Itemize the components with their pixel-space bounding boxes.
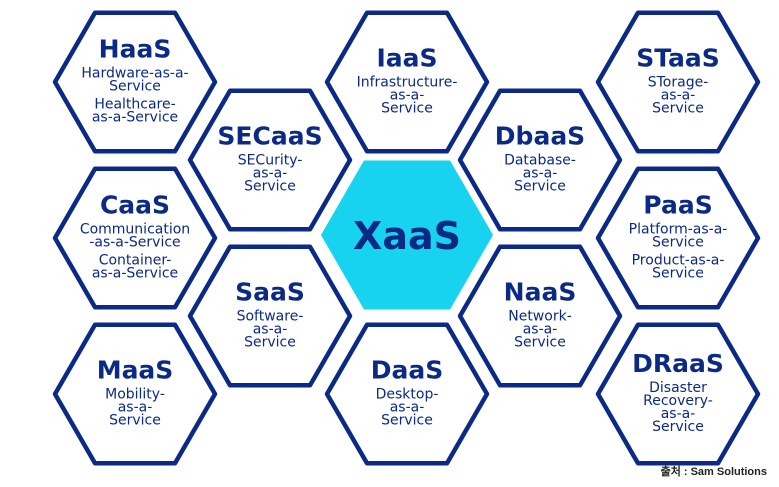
hexagon-naas-line: Network- [508, 309, 572, 325]
hexagon-saas-shape [187, 244, 353, 388]
hexagon-dbaas-line: Database- [504, 153, 576, 169]
hexagon-draas-line: Recovery- [643, 393, 713, 409]
hexagon-caas-line: Container- [99, 253, 172, 269]
hexagon-xaas: XaaS [321, 160, 493, 310]
hexagon-iaas-title: IaaS [376, 44, 437, 73]
hexagon-staas-line: as-a- [661, 88, 696, 104]
hexagon-daas-shape [324, 322, 490, 466]
hexagon-iaas-line: as-a- [390, 88, 425, 104]
hexagon-maas-line: Service [109, 413, 161, 429]
hexagon-draas-line: Service [652, 419, 704, 435]
hexagon-maas-title: MaaS [97, 356, 174, 385]
hexagon-daas-title: DaaS [371, 356, 444, 385]
hexagon-secaas-line: Service [244, 179, 296, 195]
hexagon-haas-line: Healthcare- [94, 97, 175, 113]
hexagon-paas-line: Service [652, 235, 704, 251]
hexagon-maas-line: Mobility- [105, 387, 165, 403]
hexagon-haas-shape [52, 10, 218, 154]
hexagon-daas-line: Service [381, 413, 433, 429]
hexagon-dbaas-line: as-a- [523, 166, 558, 182]
hexagon-dbaas-title: DbaaS [495, 122, 585, 151]
source-credit: 출처 : Sam Solutions [660, 466, 767, 478]
hexagon-caas: CaaS Communication-as-a-ServiceContainer-… [52, 166, 218, 310]
hexagon-saas: SaaS Software-as-a-Service [187, 244, 353, 388]
hexagon-iaas: IaaS Infrastructure-as-a-Service [324, 10, 490, 154]
hexagon-draas-line: Disaster [649, 380, 707, 396]
hexagon-saas-line: as-a- [253, 322, 288, 338]
hexagon-paas-title: PaaS [643, 191, 712, 220]
hexagon-draas-title: DRaaS [632, 349, 724, 378]
hexagon-haas-line: as-a-Service [92, 110, 178, 126]
hexagon-secaas-line: SECurity- [238, 153, 303, 169]
hexagon-staas-shape [595, 10, 761, 154]
hexagon-xaas-title: XaaS [353, 214, 461, 258]
hexagon-dbaas-line: Service [514, 179, 566, 195]
hexagon-maas-line: as-a- [118, 400, 153, 416]
hexagon-staas-title: STaaS [636, 44, 720, 73]
hexagon-staas-line: STorage- [648, 75, 709, 91]
hexagon-draas-line: as-a- [661, 406, 696, 422]
hexagon-caas-line: as-a-Service [92, 266, 178, 282]
hexagon-caas-shape [52, 166, 218, 310]
hexagon-haas: HaaS Hardware-as-a-ServiceHealthcare-as-a… [52, 10, 218, 154]
hexagon-haas-line: Hardware-as-a- [81, 66, 188, 82]
hexagon-maas: MaaS Mobility-as-a-Service [52, 322, 218, 466]
hexagon-maas-shape [52, 322, 218, 466]
hexagon-paas-line: Service [652, 266, 704, 282]
hexagon-paas-line: Platform-as-a- [629, 222, 728, 238]
hexagon-secaas-shape [187, 88, 353, 232]
hexagon-naas-line: Service [514, 335, 566, 351]
hexagon-haas-title: HaaS [99, 35, 172, 64]
hexagon-caas-line: Communication [80, 222, 190, 238]
hexagon-naas-title: NaaS [504, 278, 577, 307]
hexagon-secaas: SECaaS SECurity-as-a-Service [187, 88, 353, 232]
hexagon-saas-title: SaaS [235, 278, 305, 307]
hexagon-dbaas-shape [457, 88, 623, 232]
hexagon-naas-line: as-a- [523, 322, 558, 338]
hexagon-secaas-title: SECaaS [217, 122, 322, 151]
hexagon-haas-line: Service [109, 79, 161, 95]
hexagon-draas-shape [595, 322, 761, 466]
hexagon-staas-line: Service [652, 101, 704, 117]
hexagon-iaas-line: Infrastructure- [357, 75, 458, 91]
hexagon-caas-title: CaaS [100, 191, 170, 220]
hexagon-paas-line: Product-as-a- [632, 253, 725, 269]
hexagon-daas-line: as-a- [390, 400, 425, 416]
hexagon-naas: NaaS Network-as-a-Service [457, 244, 623, 388]
hexagon-iaas-shape [324, 10, 490, 154]
hexagon-daas: DaaS Desktop-as-a-Service [324, 322, 490, 466]
hexagon-xaas-shape [321, 160, 493, 310]
hexagon-saas-line: Software- [237, 309, 304, 325]
hexagon-paas-shape [595, 166, 761, 310]
hexagon-paas: PaaSPlatform-as-a-ServiceProduct-as-a-Se… [595, 166, 761, 310]
hexagon-dbaas: DbaaS Database-as-a-Service [457, 88, 623, 232]
hexagon-staas: STaaS STorage-as-a-Service [595, 10, 761, 154]
hexagon-naas-shape [457, 244, 623, 388]
hexagon-caas-line: -as-a-Service [89, 235, 180, 251]
hexagon-daas-line: Desktop- [376, 387, 439, 403]
hexagon-secaas-line: as-a- [253, 166, 288, 182]
hexagon-saas-line: Service [244, 335, 296, 351]
hexagon-iaas-line: Service [381, 101, 433, 117]
